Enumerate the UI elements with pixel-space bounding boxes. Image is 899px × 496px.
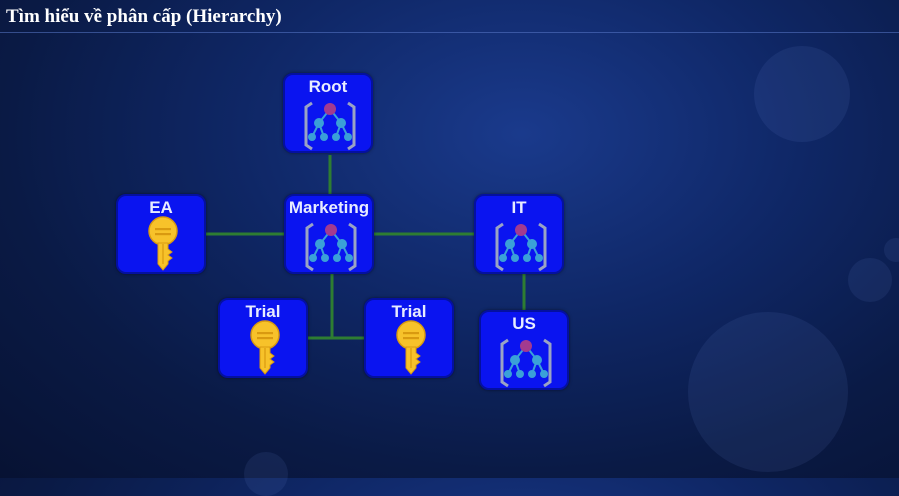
page-title: Tìm hiểu về phân cấp (Hierarchy)	[6, 6, 282, 27]
us-node[interactable]: US	[479, 310, 569, 390]
background-bokeh	[884, 238, 899, 262]
subscription-key-icon	[148, 216, 178, 271]
marketing-label: Marketing	[288, 198, 370, 217]
ea-label: EA	[149, 198, 173, 217]
ea-node[interactable]: EA	[116, 194, 206, 274]
management-group-icon	[500, 338, 552, 388]
trial-left-label: Trial	[245, 302, 281, 321]
background-bokeh	[754, 46, 850, 142]
management-group-icon	[304, 101, 356, 151]
marketing-node[interactable]: Marketing	[284, 194, 374, 274]
management-group-icon	[495, 222, 547, 272]
root-node[interactable]: Root	[283, 73, 373, 153]
subscription-key-icon	[250, 320, 280, 375]
connector-lines	[206, 155, 526, 340]
subscription-key-icon	[396, 320, 426, 375]
trial-right-node[interactable]: Trial	[364, 298, 454, 378]
background-bokeh	[848, 258, 892, 302]
background-bokeh	[688, 312, 848, 472]
root-label: Root	[308, 77, 348, 96]
us-label: US	[512, 314, 536, 333]
management-group-icon	[305, 222, 357, 272]
trial-left-node[interactable]: Trial	[218, 298, 308, 378]
title-divider	[0, 32, 899, 33]
it-label: IT	[511, 198, 527, 217]
it-node[interactable]: IT	[474, 194, 564, 274]
trial-right-label: Trial	[391, 302, 427, 321]
